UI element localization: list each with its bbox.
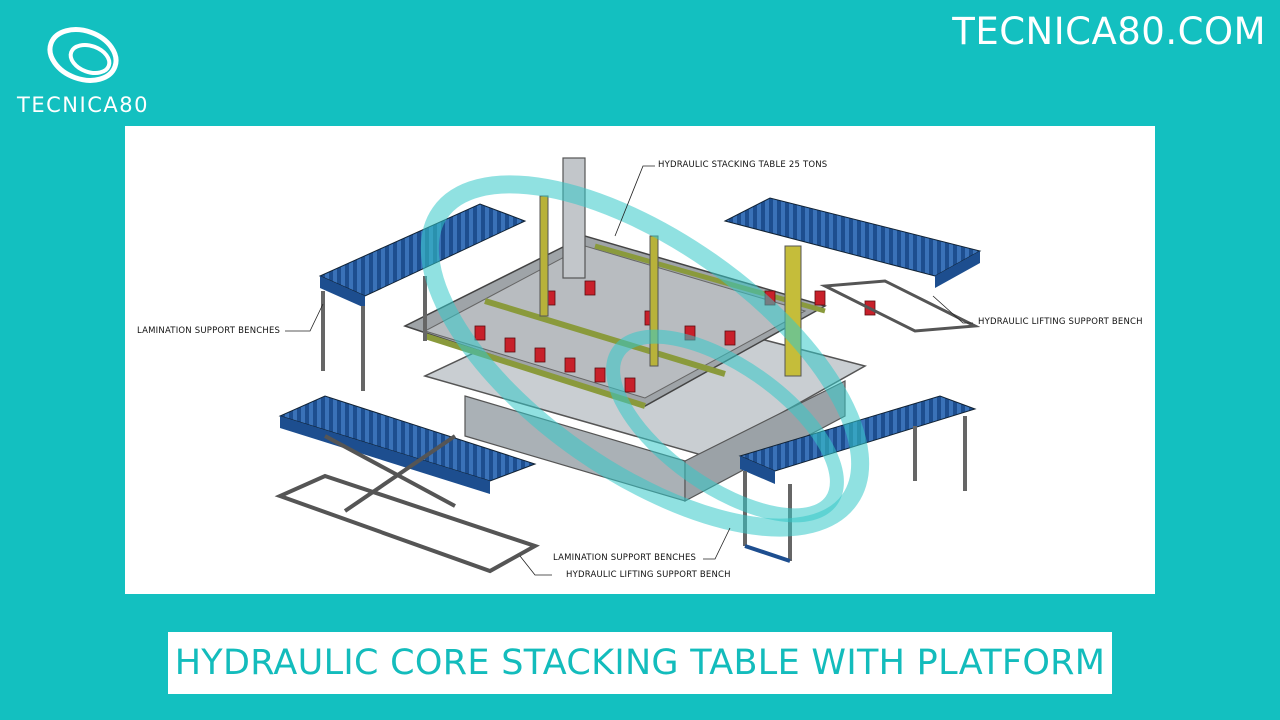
label-hydraulic-lifting-right: HYDRAULIC LIFTING SUPPORT BENCH [978, 317, 1143, 327]
logo-text: TECNICA80 [17, 93, 149, 117]
label-hydraulic-lifting-bottom: HYDRAULIC LIFTING SUPPORT BENCH [566, 570, 731, 580]
brand-logo: TECNICA80 [8, 22, 158, 122]
logo-swirl-icon [47, 27, 119, 83]
label-lamination-support-bottom: LAMINATION SUPPORT BENCHES [553, 553, 697, 563]
stacking-table-drawing-icon [274, 157, 982, 576]
label-hydraulic-stacking-table: HYDRAULIC STACKING TABLE 25 TONS [658, 160, 828, 170]
site-url: TECNICA80.COM [952, 10, 1266, 53]
caption-title: HYDRAULIC CORE STACKING TABLE WITH PLATF… [174, 643, 1106, 683]
label-lamination-support-left: LAMINATION SUPPORT BENCHES [137, 326, 281, 336]
technical-drawing: HYDRAULIC STACKING TABLE 25 TONS LAMINAT… [125, 126, 1155, 594]
caption-box: HYDRAULIC CORE STACKING TABLE WITH PLATF… [168, 632, 1112, 694]
